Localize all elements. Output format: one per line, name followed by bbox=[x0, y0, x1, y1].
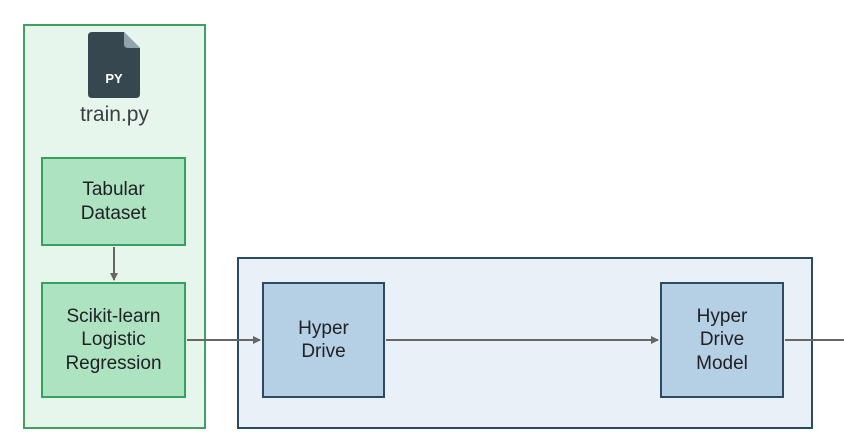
file-icon-label: PY bbox=[105, 71, 123, 86]
hyperdrive-node: Hyper Drive bbox=[262, 282, 385, 398]
python-file-icon: PY bbox=[88, 32, 140, 98]
logistic-regression-node: Scikit-learn Logistic Regression bbox=[41, 282, 186, 398]
script-filename: train.py bbox=[80, 103, 149, 126]
hyperdrive-model-node: Hyper Drive Model bbox=[660, 282, 784, 398]
tabular-dataset-node: Tabular Dataset bbox=[41, 157, 186, 246]
